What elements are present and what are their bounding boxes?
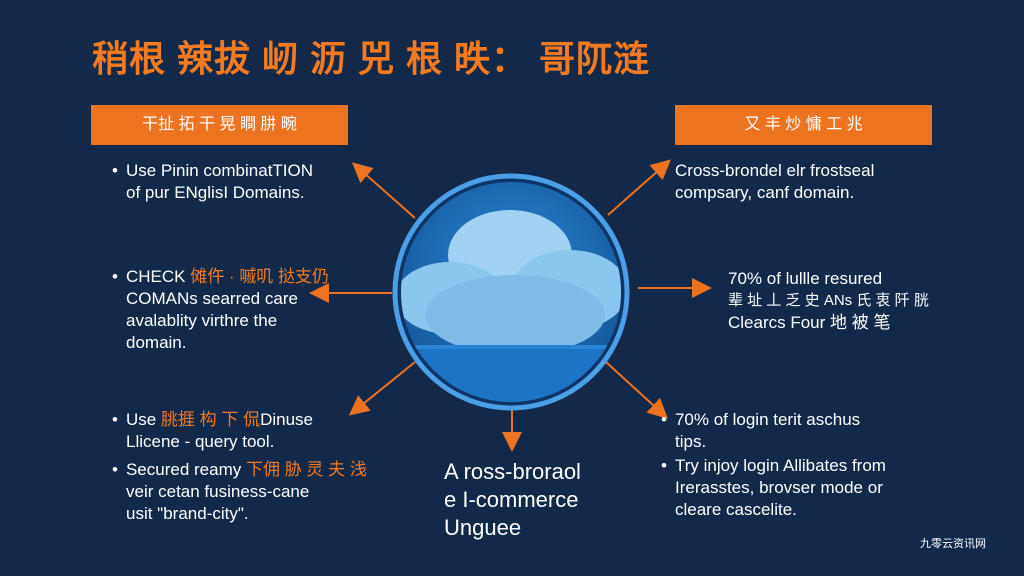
- right-item-3-line-1: 70% of login terit aschus: [661, 409, 860, 431]
- right-item-3: 70% of login terit aschus tips.: [661, 409, 860, 453]
- left-item-4: Secured reamy 下佣 胁 灵 夫 浅 veir cetan fusi…: [112, 459, 367, 525]
- right-item-4-line-1: Try injoy login Allibates from: [661, 455, 886, 477]
- center-label-line-3: Unguee: [444, 515, 522, 540]
- left-item-4-orange: 下佣 胁 灵 夫 浅: [245, 460, 367, 479]
- right-item-2: 70% of lullle resured 辈 址 丄 乏 史 ANs 氏 衷 …: [728, 268, 929, 334]
- right-item-2-line-1: 70% of lullle resured: [728, 269, 883, 288]
- arrow-upper-left: [352, 162, 416, 219]
- center-label: A ross-broraol e I-commerce Unguee: [444, 458, 581, 542]
- center-label-line-2: e I-commerce: [444, 487, 579, 512]
- left-item-2: CHECK 傩仵 · 嘁叽 挞支仍 COMANs searred care av…: [112, 266, 329, 354]
- right-item-4: Try injoy login Allibates from Irerasste…: [661, 455, 886, 521]
- left-item-1: Use Pinin combinatTION of pur ENglisI Do…: [112, 160, 313, 204]
- left-item-3: Use 朓捱 构 下 侃Dinuse Llicene - query tool.: [112, 409, 313, 453]
- left-item-1-line-2: of pur ENglisI Domains.: [126, 183, 305, 202]
- left-item-3-orange: 朓捱 构 下 侃: [160, 410, 261, 429]
- left-item-2-line-2: COMANs searred care: [126, 289, 298, 308]
- right-label-box: 又 丰 炒 慵 工 兆: [675, 105, 932, 145]
- left-item-4-line-3: usit "brand-city".: [126, 504, 249, 523]
- left-item-2-orange: 傩仵 · 嘁叽 挞支仍: [190, 267, 330, 286]
- right-item-4-line-3: cleare cascelite.: [675, 500, 797, 519]
- arrow-lower-right: [605, 361, 668, 419]
- right-item-1: Cross-brondel elr frostseal compsary, ca…: [675, 160, 874, 204]
- right-item-2-line-3: Clearcs Four 地 被 笔: [728, 313, 891, 332]
- left-item-1-line-1: Use Pinin combinatTION: [112, 160, 313, 182]
- left-item-4-line-2: veir cetan fusiness-cane: [126, 482, 310, 501]
- left-label-box: 干扯 拓 干 晃 瞷 肼 畹: [91, 105, 348, 145]
- right-item-4-line-2: Irerasstes, brovser mode or: [675, 478, 883, 497]
- right-item-3-line-2: tips.: [675, 432, 707, 451]
- right-item-1-line-2: compsary, canf domain.: [675, 183, 855, 202]
- left-item-2-line-4: domain.: [126, 333, 187, 352]
- cloud-icon: [392, 173, 630, 411]
- left-item-3-line-1: Use: [125, 410, 157, 429]
- left-item-3-tail: Dinuse: [260, 410, 314, 429]
- left-item-2-line-3: avalablity virthre the: [126, 311, 278, 330]
- center-label-line-1: A ross-broraol: [444, 459, 581, 484]
- watermark: 九零云资讯网: [920, 538, 986, 550]
- right-item-2-line-2: 辈 址 丄 乏 史 ANs 氏 衷 阡 胱: [728, 292, 929, 309]
- left-item-2-line-1: CHECK: [125, 267, 186, 286]
- arrow-lower-left: [348, 361, 416, 416]
- left-item-3-line-2: Llicene - query tool.: [126, 432, 275, 451]
- connector-arrows: [309, 159, 712, 452]
- arrow-upper-right: [607, 159, 671, 216]
- page-title: 稍根 辣拔 屻 沥 兕 根 昳： 哥阢涟: [92, 38, 651, 79]
- left-item-4-line-1: Secured reamy: [125, 460, 242, 479]
- right-item-1-line-1: Cross-brondel elr frostseal: [675, 161, 875, 180]
